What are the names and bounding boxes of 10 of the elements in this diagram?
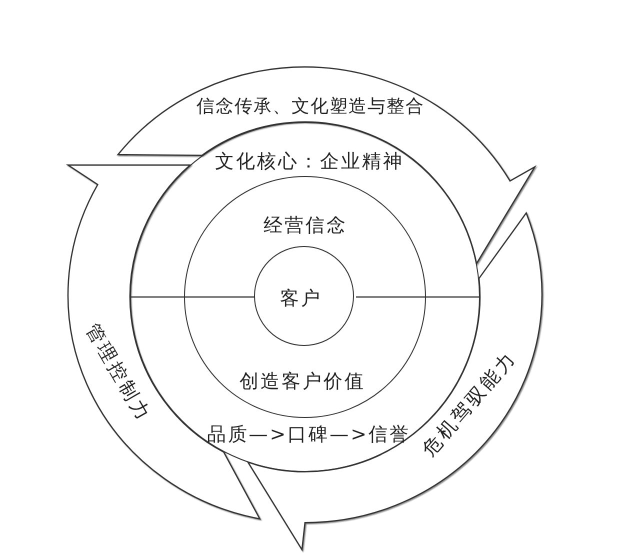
circle-label: 客户 [279, 290, 322, 309]
arrow-label: 管理控制力 [80, 318, 154, 426]
inner-circle [254, 246, 354, 346]
circle-label: 创造客户价值 [238, 372, 366, 392]
arrow-label: 危机驾驭能力 [418, 348, 520, 462]
middle-circle [184, 176, 426, 418]
arrow-label: 信念传承、文化塑造与整合 [195, 98, 424, 116]
circle-label: 品质—>口碑—>信誉 [206, 425, 411, 444]
circle-label: 经营信念 [262, 216, 348, 236]
circle-label: 文化核心：企业精神 [214, 152, 404, 172]
